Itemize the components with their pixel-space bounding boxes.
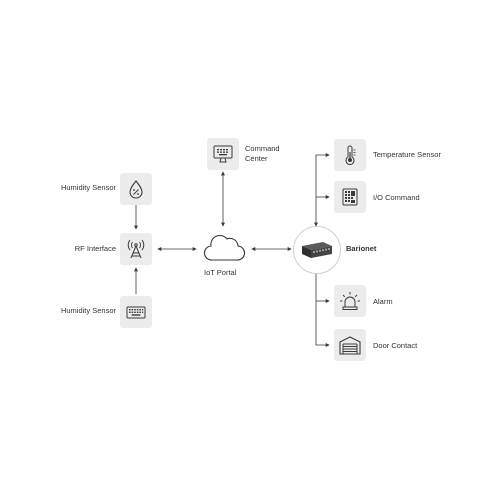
- iot-portal-node[interactable]: [200, 230, 248, 269]
- humidity-sensor-top-node[interactable]: [120, 173, 152, 205]
- cloud-icon: [203, 235, 246, 261]
- connector-bus-down: [315, 272, 330, 347]
- humidity-sensor-bottom-node[interactable]: [120, 296, 152, 328]
- keyboard-icon: [126, 306, 146, 319]
- barionet-device-icon: [302, 242, 332, 258]
- humidity-drop-icon: [129, 180, 143, 199]
- io-command-node[interactable]: [334, 181, 366, 213]
- monitor-icon: [213, 145, 233, 163]
- door-contact-label: Door Contact: [373, 341, 418, 350]
- temperature-sensor-node[interactable]: [334, 139, 366, 171]
- command-center-node[interactable]: [207, 138, 239, 170]
- rf-interface-node[interactable]: [120, 233, 152, 265]
- barionet-node[interactable]: [293, 226, 341, 274]
- alarm-node[interactable]: [334, 285, 366, 317]
- connector-bus-up: [314, 153, 330, 227]
- command-center-label-line2: Center: [245, 154, 268, 163]
- barionet-label: Barionet: [346, 244, 377, 253]
- rf-interface-label: RF Interface: [74, 244, 116, 253]
- thermometer-icon: [345, 145, 356, 165]
- antenna-icon: [127, 239, 145, 259]
- keypad-icon: [342, 188, 358, 206]
- garage-door-icon: [339, 336, 361, 355]
- humidity-sensor-label: Humidity Sensor: [60, 183, 116, 192]
- command-center-label-line1: Command: [245, 144, 280, 153]
- door-contact-node[interactable]: [334, 329, 366, 361]
- alarm-light-icon: [340, 292, 360, 310]
- alarm-label: Alarm: [373, 297, 393, 306]
- temperature-sensor-label: Temperature Sensor: [373, 150, 441, 159]
- io-command-label: I/O Command: [373, 193, 420, 202]
- iot-portal-label: IoT Portal: [204, 268, 237, 277]
- humidity-sensor-label: Humidity Sensor: [60, 306, 116, 315]
